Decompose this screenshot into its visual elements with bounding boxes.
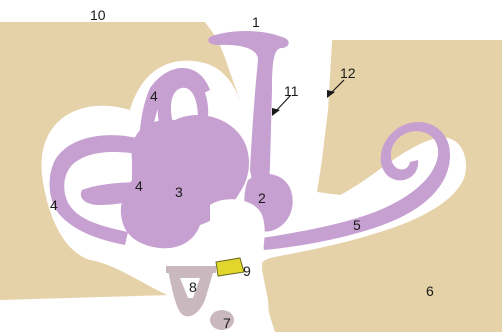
stapes-footplate bbox=[166, 266, 216, 273]
label-6: 6 bbox=[426, 283, 434, 299]
label-5: 5 bbox=[353, 217, 361, 233]
label-4-posterior: 4 bbox=[50, 197, 58, 213]
label-2: 2 bbox=[258, 190, 266, 206]
label-4-lateral: 4 bbox=[135, 178, 143, 194]
label-12: 12 bbox=[340, 65, 356, 81]
label-4-superior: 4 bbox=[150, 88, 158, 104]
label-8: 8 bbox=[189, 279, 197, 295]
label-11: 11 bbox=[284, 83, 299, 99]
label-1: 1 bbox=[252, 14, 260, 30]
label-9: 9 bbox=[243, 263, 251, 279]
label-3: 3 bbox=[175, 184, 183, 200]
label-7: 7 bbox=[223, 315, 231, 331]
label-10: 10 bbox=[90, 7, 106, 23]
